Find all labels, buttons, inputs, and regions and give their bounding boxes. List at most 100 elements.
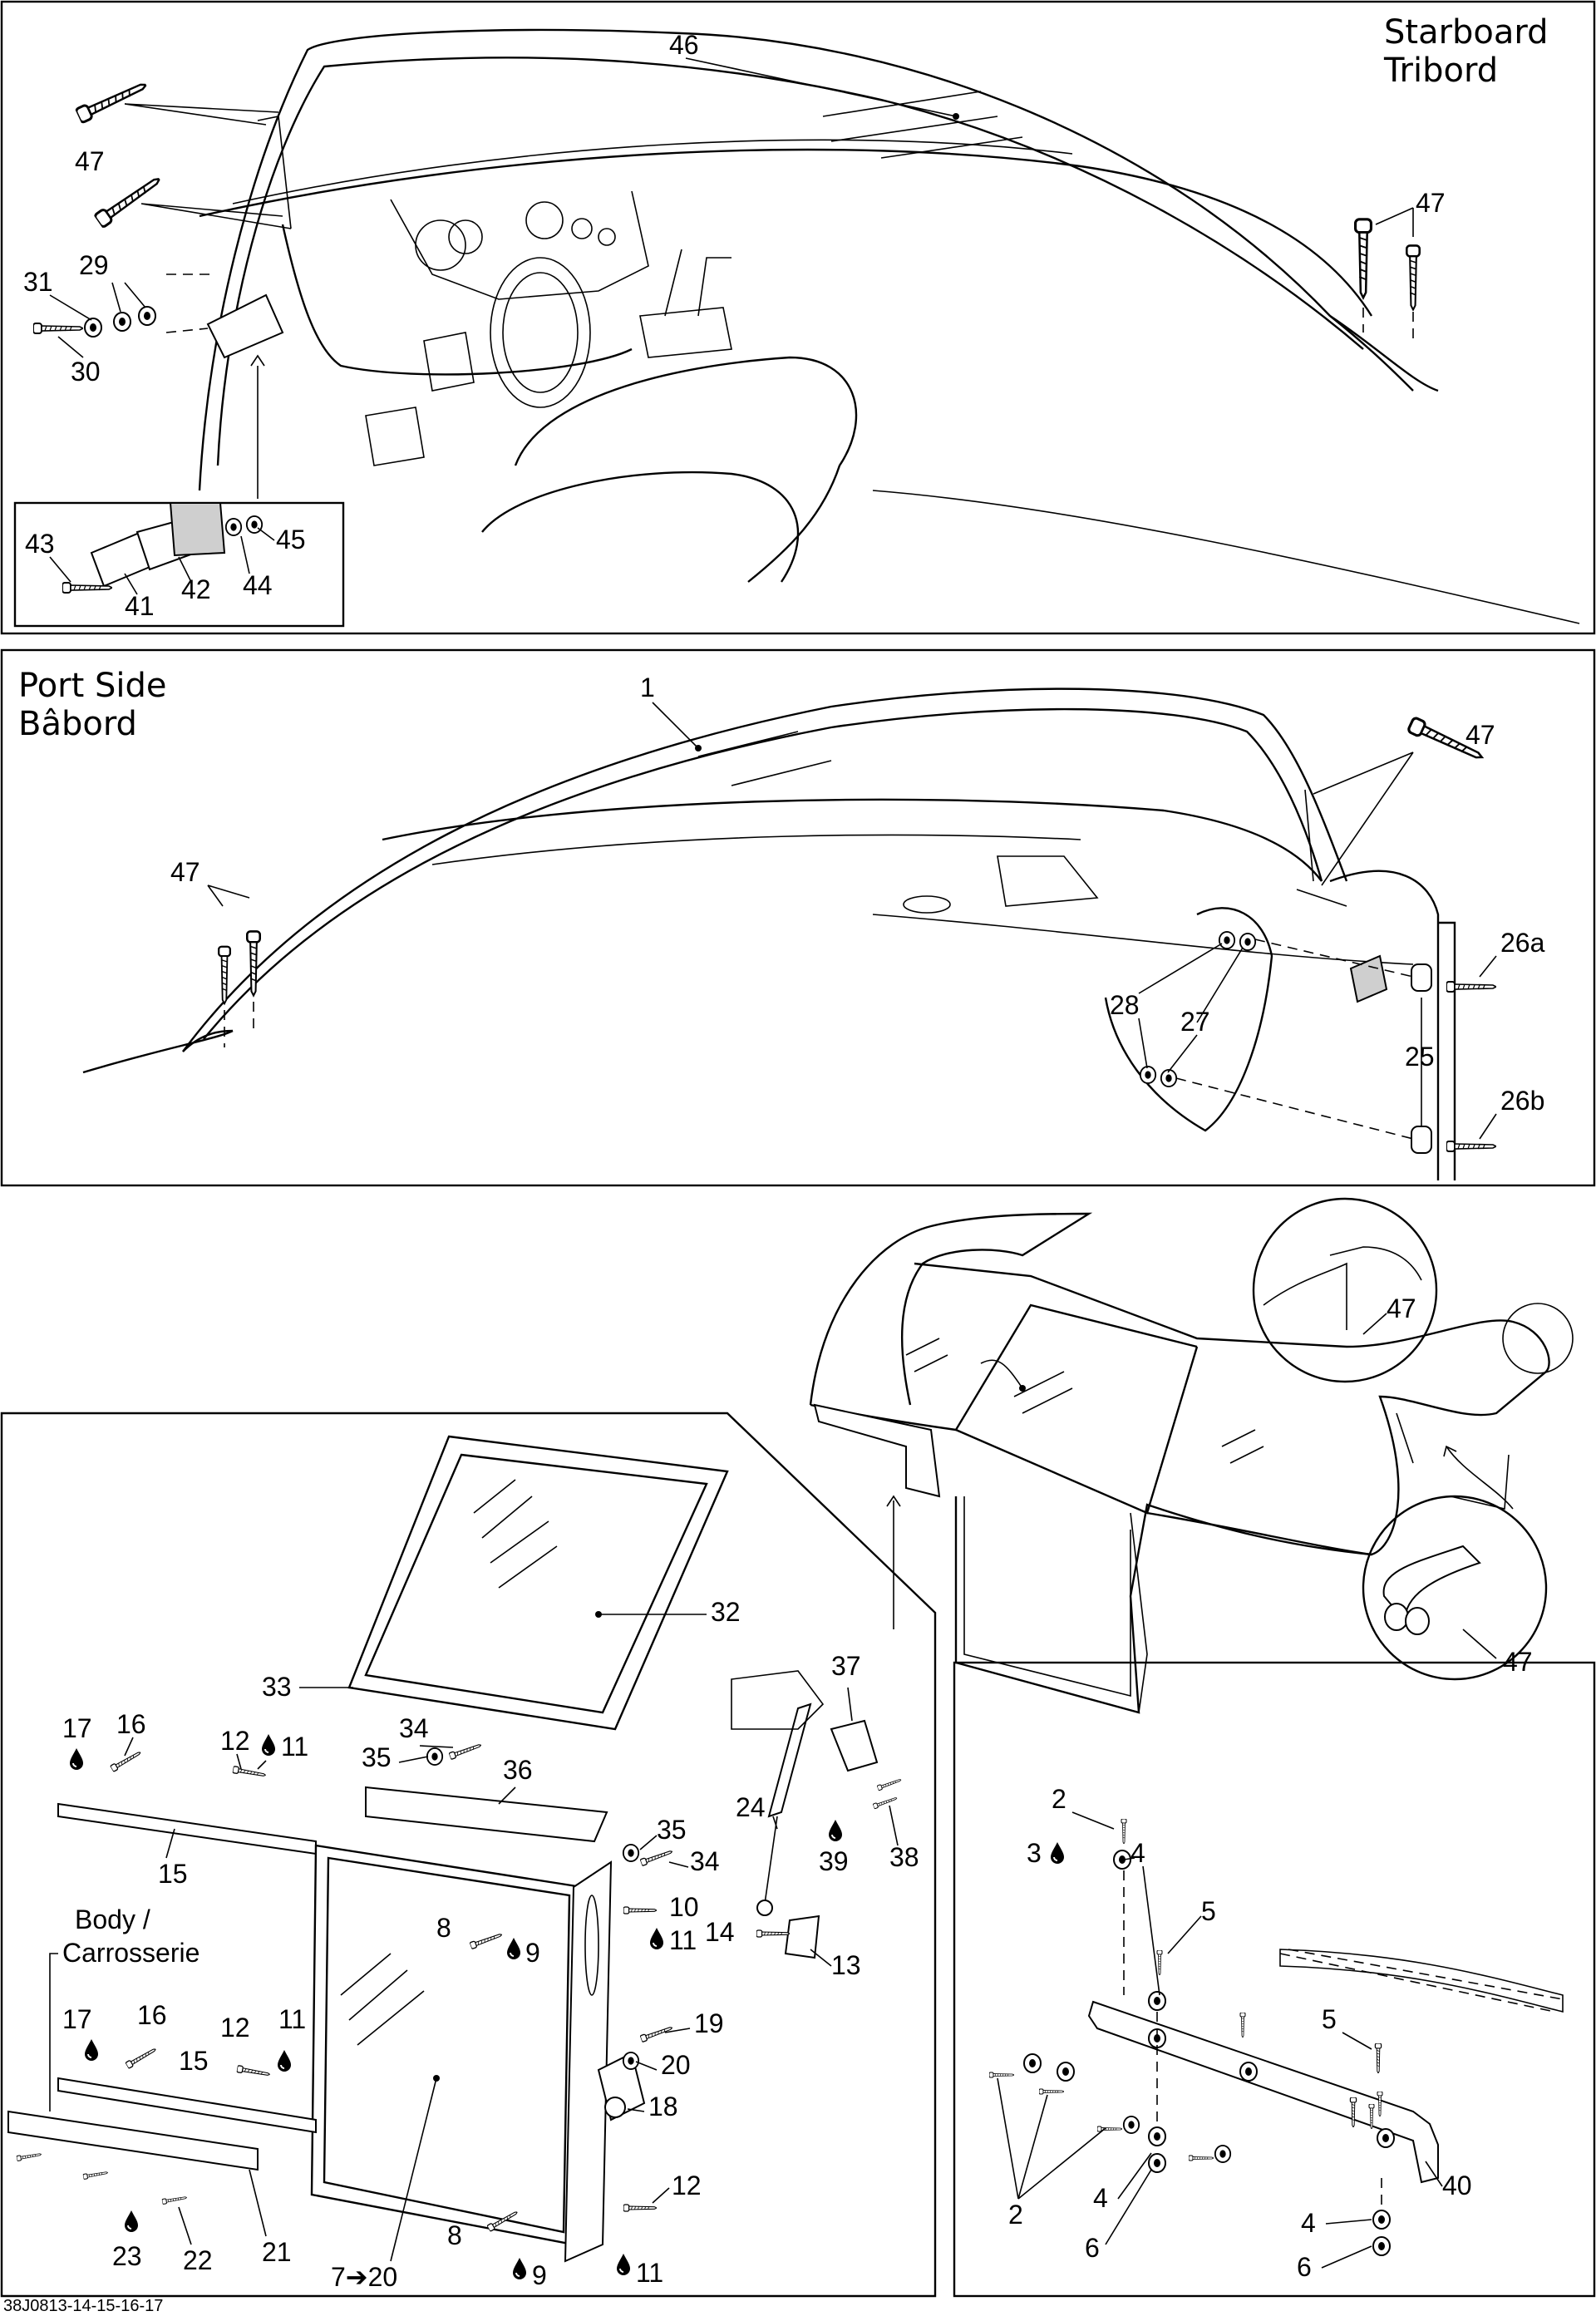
detail-circle-seal-bottom [1362, 1495, 1548, 1681]
label-30: 30 [71, 357, 101, 387]
label-11-b: 11 [669, 1925, 697, 1955]
windshield-assembly: 47 47 [809, 1197, 1574, 1714]
screw-47-b [92, 171, 165, 229]
label-26a: 26a [1500, 928, 1545, 958]
gas-strut [767, 1703, 812, 1818]
label-21: 21 [262, 2237, 292, 2267]
label-18: 18 [648, 2092, 678, 2121]
center-windshield-panel: 32 33 36 34 35 35 34 15 17 16 12 11 [0, 1412, 937, 2298]
label-24: 24 [736, 1792, 766, 1822]
label-19: 19 [694, 2008, 724, 2038]
label-16: 16 [116, 1709, 146, 1739]
screw-47-a [74, 76, 150, 125]
carrosserie-label: Carrosserie [62, 1938, 200, 1968]
label-45: 45 [276, 525, 306, 554]
label-8-b: 8 [447, 2220, 462, 2250]
label-12-b: 12 [220, 2013, 250, 2043]
label-27: 27 [1180, 1007, 1210, 1037]
starboard-windshield-frame [198, 28, 1414, 491]
label-47-detail-top: 47 [1387, 1294, 1416, 1323]
label-17-b: 17 [62, 2004, 92, 2034]
label-40: 40 [1442, 2171, 1472, 2200]
center-panel-frame [0, 1412, 937, 2298]
label-16-b: 16 [137, 2000, 167, 2030]
label-42: 42 [181, 574, 211, 604]
label-4-b: 4 [1093, 2183, 1108, 2213]
bumper-18 [604, 2097, 626, 2118]
label-12-c: 12 [672, 2171, 702, 2200]
rail-15-b [57, 2077, 317, 2134]
label-9-b: 9 [532, 2260, 547, 2290]
label-11-d: 11 [636, 2258, 663, 2288]
label-10: 10 [669, 1892, 699, 1922]
label-32: 32 [711, 1597, 741, 1627]
label-2: 2 [1052, 1784, 1066, 1814]
trim-21 [7, 2110, 259, 2171]
lower-bracket-40 [813, 1403, 941, 1498]
port-title: Port Side [18, 667, 167, 705]
label-11: 11 [281, 1732, 308, 1762]
label-5: 5 [1201, 1896, 1216, 1926]
label-15: 15 [158, 1859, 188, 1889]
label-2-b: 2 [1008, 2200, 1023, 2230]
label-36: 36 [503, 1755, 533, 1785]
starboard-panel: Starboard Tribord 47 [0, 0, 1596, 635]
hinge-bracket [206, 293, 284, 359]
bracket-inset: 2 3 4 5 5 2 4 6 40 4 6 [953, 1661, 1596, 2298]
label-20: 20 [661, 2050, 691, 2080]
starboard-title: Starboard [1384, 13, 1549, 52]
hinge-block [169, 502, 226, 557]
screw-47-c [1354, 218, 1372, 299]
label-29: 29 [79, 250, 109, 280]
label-37: 37 [831, 1651, 861, 1681]
screw-47-g [246, 929, 261, 998]
label-9: 9 [525, 1938, 540, 1968]
label-4: 4 [1130, 1838, 1145, 1868]
label-47-right: 47 [1416, 188, 1446, 218]
label-31: 31 [23, 267, 53, 297]
spacer-25-b [1411, 1126, 1432, 1154]
spacer-25-a [1411, 963, 1432, 992]
label-23: 23 [112, 2241, 142, 2271]
bracket-40 [1087, 2000, 1439, 2184]
label-34-b: 34 [690, 1846, 720, 1876]
label-44: 44 [243, 570, 273, 600]
label-46: 46 [669, 30, 699, 60]
label-22: 22 [183, 2245, 213, 2275]
port-panel-frame [0, 648, 1596, 1187]
label-28: 28 [1110, 990, 1140, 1020]
label-8: 8 [436, 1913, 451, 1943]
side-frame [564, 1860, 613, 2263]
label-11-c: 11 [278, 2004, 306, 2034]
label-35-b: 35 [657, 1815, 687, 1845]
screw-47-f [218, 945, 231, 1005]
label-26b: 26b [1500, 1086, 1544, 1116]
hinge-36 [365, 1786, 608, 1843]
label-43: 43 [25, 529, 55, 559]
label-35: 35 [362, 1742, 392, 1772]
tribord-title: Tribord [1383, 52, 1498, 90]
label-17: 17 [62, 1713, 92, 1743]
body-label: Body / [75, 1905, 150, 1934]
bracket-inset-frame [953, 1661, 1596, 2298]
bracket-13 [784, 1914, 820, 1959]
label-33: 33 [262, 1672, 292, 1702]
drawing-code: 38J0813-14-15-16-17 [3, 2297, 163, 2315]
screw-47-d [1406, 244, 1421, 311]
label-7-20: 7➔20 [331, 2262, 397, 2292]
babord-title: Bâbord [18, 705, 137, 743]
label-47-port-right: 47 [1465, 720, 1495, 750]
label-39: 39 [819, 1846, 849, 1876]
label-6: 6 [1085, 2233, 1100, 2263]
label-14: 14 [705, 1917, 735, 1947]
label-47-port-left: 47 [170, 857, 200, 887]
label-1: 1 [640, 673, 655, 702]
label-15-b: 15 [179, 2046, 209, 2076]
detail-circle-seal-top [1252, 1197, 1438, 1383]
label-34: 34 [399, 1713, 429, 1743]
label-41: 41 [125, 591, 155, 621]
label-13: 13 [831, 1950, 861, 1980]
starboard-panel-frame [0, 0, 1596, 635]
glass-center [310, 1844, 584, 2246]
